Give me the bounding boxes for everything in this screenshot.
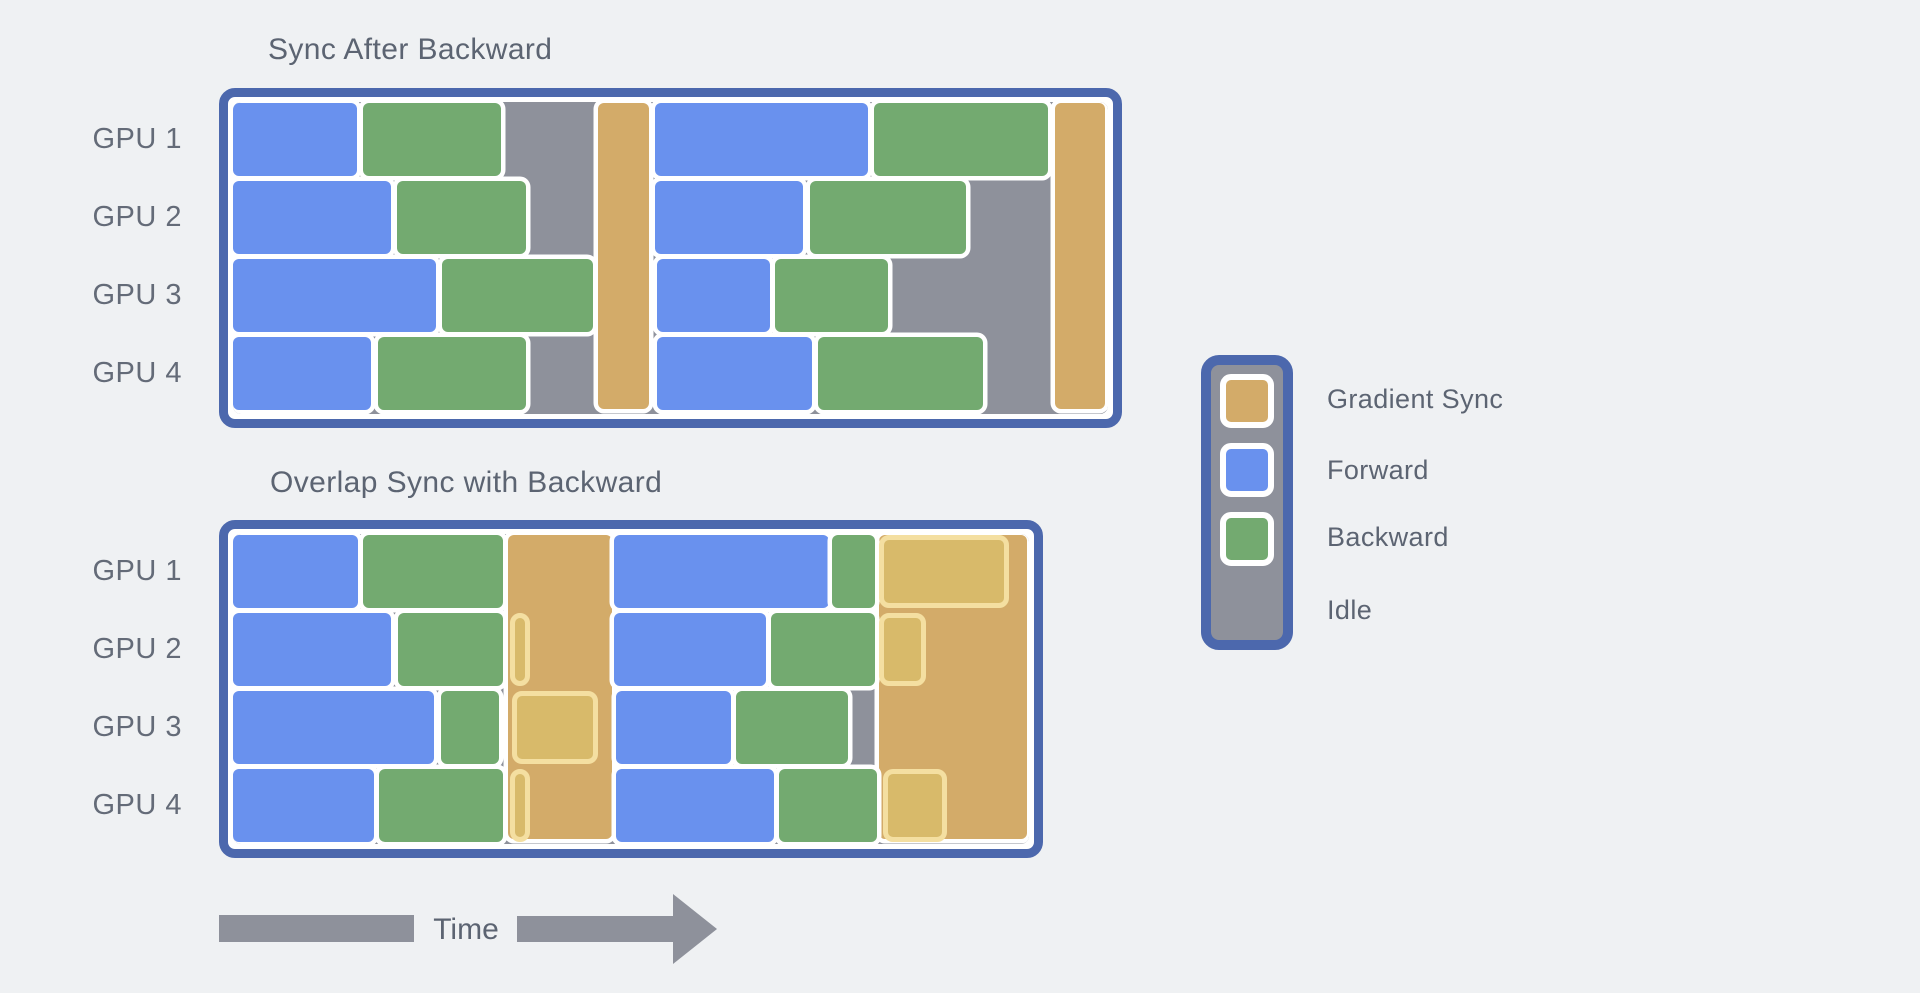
gpu-label: GPU 1 [92, 555, 182, 587]
forward-block [233, 181, 392, 254]
gradient-sync-block [597, 103, 649, 409]
forward-block [654, 103, 869, 176]
forward-block [614, 535, 830, 608]
forward-block [615, 769, 775, 842]
gpu-label: GPU 4 [92, 789, 182, 821]
backward-block [397, 613, 503, 686]
backward-block [378, 337, 527, 410]
forward-block [233, 613, 392, 686]
legend-label-forward: Forward [1327, 455, 1429, 485]
backward-block [771, 613, 875, 686]
backward-block [736, 691, 849, 764]
legend-label-gradient-sync: Gradient Sync [1327, 384, 1504, 414]
forward-block [233, 103, 358, 176]
gradient-sync-overlay-block [879, 535, 1010, 608]
gradient-sync-swatch-icon [1220, 374, 1274, 428]
backward-block [362, 535, 503, 608]
time-arrow-icon [517, 916, 674, 942]
backward-block [874, 103, 1048, 176]
gradient-sync-block [1054, 103, 1105, 409]
gpu-label: GPU 3 [92, 711, 182, 743]
forward-block [615, 691, 732, 764]
gradient-sync-overlay-block [879, 613, 927, 686]
gradient-sync-overlay-block [511, 691, 598, 764]
forward-block [657, 337, 813, 410]
gradient-sync-overlay-block [510, 613, 530, 686]
timeline-content-overlap-sync [233, 534, 1029, 844]
backward-block [442, 259, 593, 332]
legend-label-idle: Idle [1327, 595, 1373, 625]
forward-block [233, 535, 358, 608]
timeline-content-sync-after-backward [233, 102, 1108, 414]
forward-swatch-icon [1220, 443, 1274, 497]
timeline-panel-sync-after-backward [219, 88, 1122, 428]
gradient-sync-overlay-block [510, 769, 530, 842]
forward-block [614, 613, 767, 686]
backward-block [379, 769, 503, 842]
time-arrow-head-icon [673, 894, 717, 964]
backward-block [779, 769, 877, 842]
gpu-label: GPU 2 [92, 633, 182, 665]
backward-block [774, 259, 889, 332]
backward-block [832, 535, 875, 608]
backward-swatch-icon [1220, 512, 1274, 566]
chart-title-overlap-sync: Overlap Sync with Backward [270, 466, 663, 499]
forward-block [233, 769, 374, 842]
forward-block [657, 259, 771, 332]
backward-block [396, 181, 527, 254]
chart-title-sync-after-backward: Sync After Backward [268, 33, 553, 66]
backward-block [440, 691, 499, 764]
timeline-panel-overlap-sync [219, 520, 1043, 858]
backward-block [363, 103, 501, 176]
forward-block [233, 337, 372, 410]
legend-panel [1201, 355, 1293, 650]
legend-label-backward: Backward [1327, 522, 1449, 552]
gpu-label: GPU 3 [92, 279, 182, 311]
forward-block [233, 259, 436, 332]
backward-block [809, 181, 967, 254]
gpu-label: GPU 2 [92, 201, 182, 233]
gradient-sync-overlay-block [883, 769, 947, 842]
forward-block [654, 181, 803, 254]
gpu-label: GPU 1 [92, 123, 182, 155]
backward-block [818, 337, 983, 410]
time-axis-bar [219, 915, 414, 942]
gpu-label: GPU 4 [92, 357, 182, 389]
forward-block [233, 691, 434, 764]
time-axis-label: Time [433, 913, 499, 946]
